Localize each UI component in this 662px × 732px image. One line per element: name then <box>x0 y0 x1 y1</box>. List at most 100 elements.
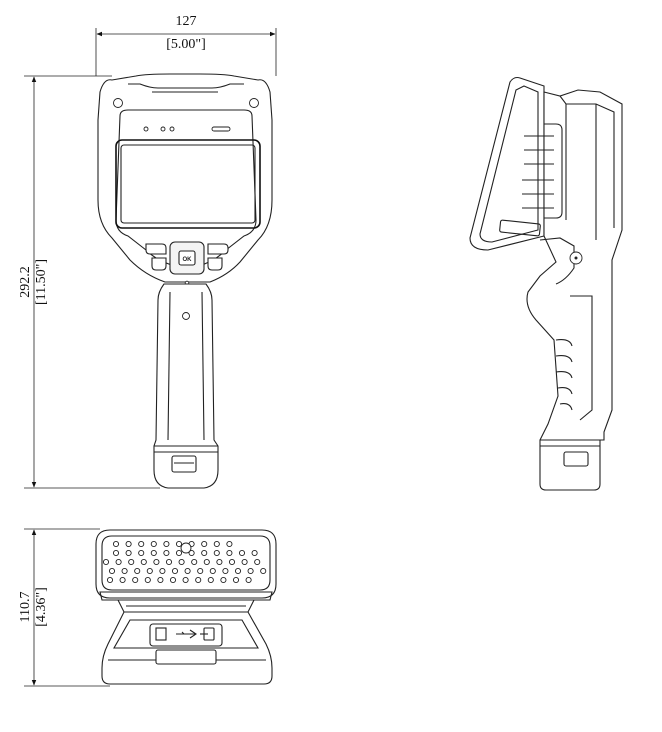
height-in-label: [11.50"] <box>34 259 49 305</box>
ok-button[interactable] <box>178 250 196 266</box>
display-screen-inner <box>120 144 256 224</box>
bottom-view <box>95 529 277 685</box>
vent-hole <box>138 540 145 548</box>
vent-hole <box>203 558 210 566</box>
vent-hole <box>209 567 216 575</box>
vent-hole <box>254 558 261 566</box>
vent-hole <box>226 540 233 548</box>
vent-hole <box>157 576 164 584</box>
port-cover[interactable] <box>149 623 223 647</box>
vent-hole <box>226 549 233 557</box>
usb-icon <box>176 629 197 639</box>
side-view <box>469 76 623 491</box>
vent-hole <box>121 567 128 575</box>
vent-hole <box>138 549 145 557</box>
vent-hole <box>197 567 204 575</box>
vent-hole <box>146 567 153 575</box>
vent-hole <box>184 567 191 575</box>
vent-hole <box>159 567 166 575</box>
head-top-ridge <box>128 83 244 89</box>
depth-dimension: 110.7 [4.36"] <box>18 528 110 687</box>
vent-hole <box>222 567 229 575</box>
width-in-label: [5.00"] <box>166 37 206 52</box>
camera-head-outline <box>97 73 273 283</box>
depth-in-label: [4.36"] <box>34 587 49 627</box>
vent-hole <box>175 549 183 557</box>
vent-slats <box>522 135 554 209</box>
vent-hole <box>108 567 116 575</box>
handle-outline <box>153 283 219 489</box>
vent-hole <box>150 549 157 557</box>
power-button[interactable] <box>145 243 167 255</box>
sensor-dot-1 <box>143 126 149 132</box>
vent-hole <box>119 576 126 584</box>
corner-screw-right <box>249 98 259 108</box>
side-label-plate <box>499 219 541 237</box>
bottom-base-upper <box>113 619 259 649</box>
gallery-button[interactable] <box>207 257 223 271</box>
mode-button[interactable] <box>151 257 167 271</box>
height-mm-label: 292.2 <box>18 266 33 298</box>
bottom-battery-latch[interactable] <box>155 649 217 665</box>
sd-card-icon <box>155 627 167 641</box>
vent-hole <box>134 567 141 575</box>
width-dimension: 127 [5.00"] <box>95 14 277 76</box>
battery-latch[interactable] <box>171 455 197 473</box>
tripod-mount-center <box>574 256 578 260</box>
vent-hole <box>112 549 120 557</box>
bottom-head-lip <box>99 591 273 601</box>
vent-hole <box>132 576 139 584</box>
vent-hole <box>232 576 240 584</box>
trigger-contour <box>539 237 575 285</box>
vent-hole <box>115 558 122 566</box>
side-screen-inner <box>479 85 539 243</box>
vent-hole <box>188 549 195 557</box>
vent-hole <box>178 558 185 566</box>
vent-hole <box>163 540 170 548</box>
vent-hole <box>191 558 198 566</box>
vent-hole <box>234 567 242 575</box>
height-dimension: 292.2 [11.50"] <box>18 75 160 489</box>
display-screen <box>115 139 261 229</box>
side-body-outline <box>526 89 623 491</box>
vent-hole <box>128 558 135 566</box>
sensor-dot-3 <box>169 126 175 132</box>
vent-hole <box>247 567 254 575</box>
vent-hole <box>260 567 267 575</box>
vent-hole <box>213 549 220 557</box>
vent-hole <box>165 558 173 566</box>
depth-mm-label: 110.7 <box>18 592 33 623</box>
vent-hole <box>245 576 252 584</box>
vent-hole <box>238 549 246 557</box>
grip-ridges <box>555 339 573 411</box>
vent-hole <box>220 576 227 584</box>
vent-hole <box>106 576 114 584</box>
side-battery-latch[interactable] <box>563 451 589 467</box>
sensor-dot-2 <box>160 126 166 132</box>
vent-hole <box>125 549 132 557</box>
grip-back-contour <box>570 295 593 421</box>
vent-hole <box>112 540 120 548</box>
vent-hole <box>175 540 183 548</box>
front-view: OK <box>97 73 273 489</box>
vent-hole <box>213 540 220 548</box>
tripod-socket <box>180 542 192 554</box>
bottom-head-inner <box>101 535 271 591</box>
vent-hole <box>140 558 147 566</box>
strap-hole <box>182 312 190 320</box>
vent-hole <box>201 540 208 548</box>
vent-hole <box>241 558 248 566</box>
ok-button-label: OK <box>183 257 193 263</box>
vent-hole <box>125 540 132 548</box>
vent-hole <box>207 576 214 584</box>
vent-housing <box>544 123 563 219</box>
width-mm-label: 127 <box>176 14 197 29</box>
back-button[interactable] <box>207 243 229 255</box>
indicator-light <box>211 126 231 132</box>
handle-grip-lines <box>167 291 205 441</box>
side-battery-lines <box>540 439 604 447</box>
vent-hole <box>251 549 258 557</box>
vent-hole <box>150 540 157 548</box>
